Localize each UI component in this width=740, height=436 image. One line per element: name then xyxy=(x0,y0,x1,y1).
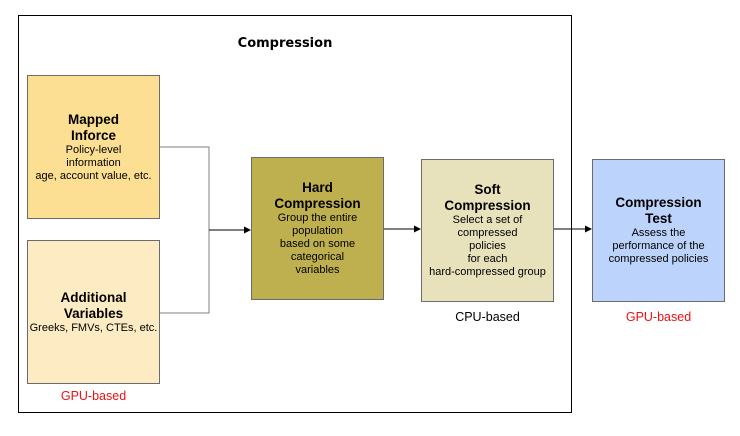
node-title: Inforce xyxy=(70,127,116,143)
compression-group-title: Compression xyxy=(237,36,333,51)
node-compression-test: Compression Test Assess the performance … xyxy=(592,159,725,302)
node-title: Variables xyxy=(63,305,124,321)
node-title: Additional xyxy=(60,289,127,305)
node-body: Greeks, FMVs, CTEs, etc. xyxy=(29,321,158,334)
node-body: Select a set of xyxy=(452,214,523,226)
edge-mapped-inforce xyxy=(160,146,210,230)
node-soft-compression: Soft Compression Select a set of compres… xyxy=(421,159,554,302)
node-body: compressed policies xyxy=(608,253,709,265)
node-body: based on some xyxy=(279,238,356,250)
node-title: Test xyxy=(645,211,672,226)
node-body: for each xyxy=(467,253,508,265)
label-inputs-gpu: GPU-based xyxy=(60,389,127,403)
node-body: age, account value, etc. xyxy=(35,169,152,182)
node-body: compressed xyxy=(457,227,518,239)
node-body: Group the entire xyxy=(277,212,358,224)
node-body: hard-compressed group xyxy=(429,266,546,278)
compression-group-frame xyxy=(18,15,572,413)
node-body: categorical xyxy=(290,251,345,263)
node-title: Compression xyxy=(444,198,531,213)
node-title: Soft xyxy=(474,182,501,197)
node-title: Compression xyxy=(615,195,702,210)
node-additional-variables: Additional Variables Greeks, FMVs, CTEs,… xyxy=(27,240,160,384)
node-body: policies xyxy=(469,240,506,252)
node-hard-compression: Hard Compression Group the entire popula… xyxy=(251,157,384,300)
label-soft-cpu: CPU-based xyxy=(455,310,520,324)
node-body: Policy-level xyxy=(65,143,122,156)
node-title: Mapped xyxy=(67,111,119,127)
node-body: population xyxy=(292,225,343,237)
node-mapped-inforce: Mapped Inforce Policy-level information … xyxy=(27,75,160,219)
node-body: performance of the xyxy=(612,240,705,252)
node-body: Assess the xyxy=(631,227,686,239)
node-title: Hard xyxy=(302,180,333,195)
node-body: information xyxy=(66,156,121,169)
node-body: variables xyxy=(295,264,340,276)
edge-additional-variables xyxy=(160,230,210,314)
node-title: Compression xyxy=(274,196,361,211)
label-test-gpu: GPU-based xyxy=(625,310,692,324)
